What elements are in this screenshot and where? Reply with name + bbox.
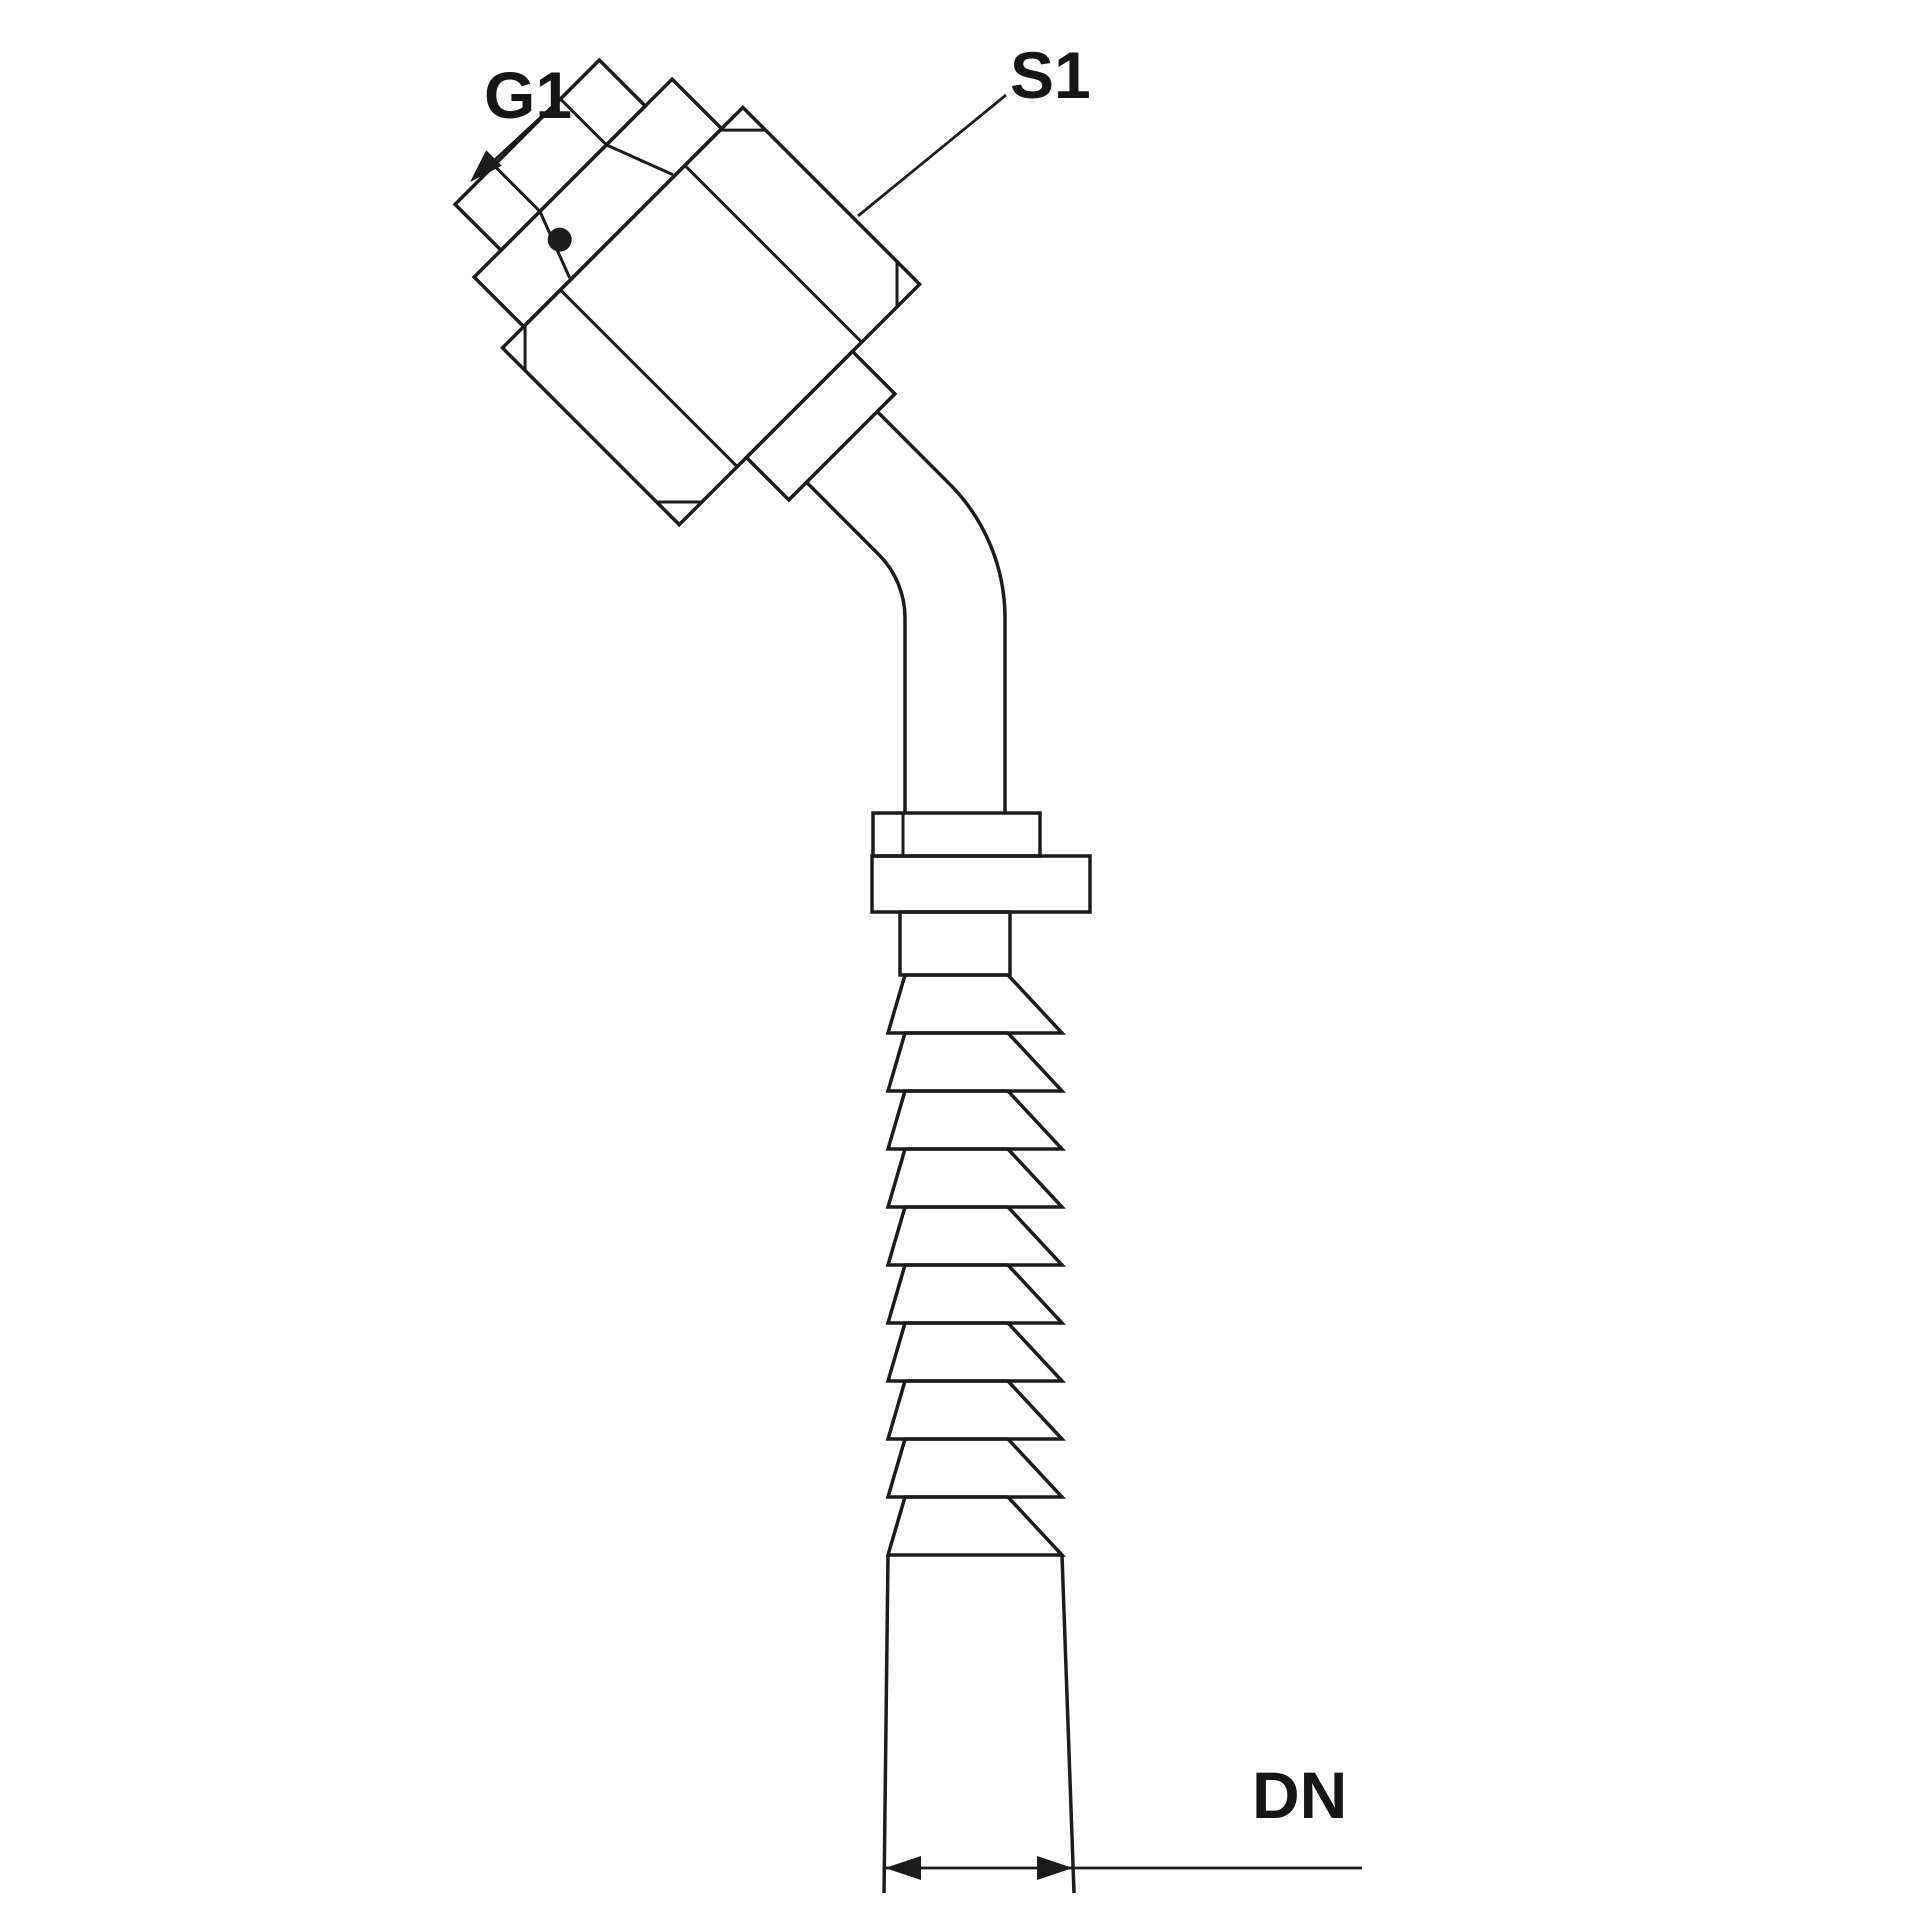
dimension-lines <box>470 88 1362 1880</box>
elbow-tube-inner-wall <box>805 480 907 813</box>
barb-coil <box>885 1437 1067 1499</box>
nut-hex-body <box>499 104 923 528</box>
nut-back-step-ring <box>743 348 898 503</box>
dn-diameter-label: DN <box>1252 1758 1347 1832</box>
barb-coil <box>885 1495 1067 1557</box>
hex-facet-line-right <box>683 164 863 344</box>
elbow-fitting-outline <box>452 57 1092 1894</box>
collar-neck <box>898 910 1012 977</box>
barb-coil <box>885 1263 1067 1325</box>
barb-coil <box>885 1147 1067 1209</box>
barb-coil <box>885 1031 1067 1093</box>
g1-arrowhead-icon <box>470 150 502 182</box>
s1-leader-line <box>857 93 1007 218</box>
stem-left-edge <box>882 1554 890 1894</box>
hose-tail-barbs <box>885 973 1067 1557</box>
barb-coil <box>885 973 1067 1035</box>
labels: G1 S1 DN <box>484 38 1347 1832</box>
swivel-nut-assembly <box>452 57 923 528</box>
hex-facet-line-left <box>559 288 739 468</box>
collar-ring-upper <box>871 811 1042 858</box>
hex-chamfer-front-left <box>523 325 527 371</box>
hex-chamfer-front-right <box>720 128 766 132</box>
hex-chamfer-back-right <box>895 261 899 307</box>
stem-right-edge <box>1060 1554 1076 1894</box>
dn-arrowhead-right-icon <box>1037 1856 1073 1880</box>
barb-coil <box>885 1089 1067 1151</box>
s1-wrench-label: S1 <box>1010 38 1091 112</box>
collar-ring-lower <box>870 854 1092 914</box>
barb-coil <box>885 1379 1067 1441</box>
dn-arrowhead-left-icon <box>885 1856 921 1880</box>
bore-line-left <box>492 164 541 213</box>
hex-chamfer-back-left <box>656 500 702 504</box>
barb-coil <box>885 1321 1067 1383</box>
elbow-tube-outer-wall <box>875 410 1007 813</box>
g1-thread-label: G1 <box>484 58 572 132</box>
g1-arrow-line <box>485 88 571 170</box>
o-ring-seal-dot <box>547 227 572 252</box>
bore-line-right <box>559 97 608 146</box>
barb-coil <box>885 1205 1067 1267</box>
cone-line-right <box>605 143 674 176</box>
